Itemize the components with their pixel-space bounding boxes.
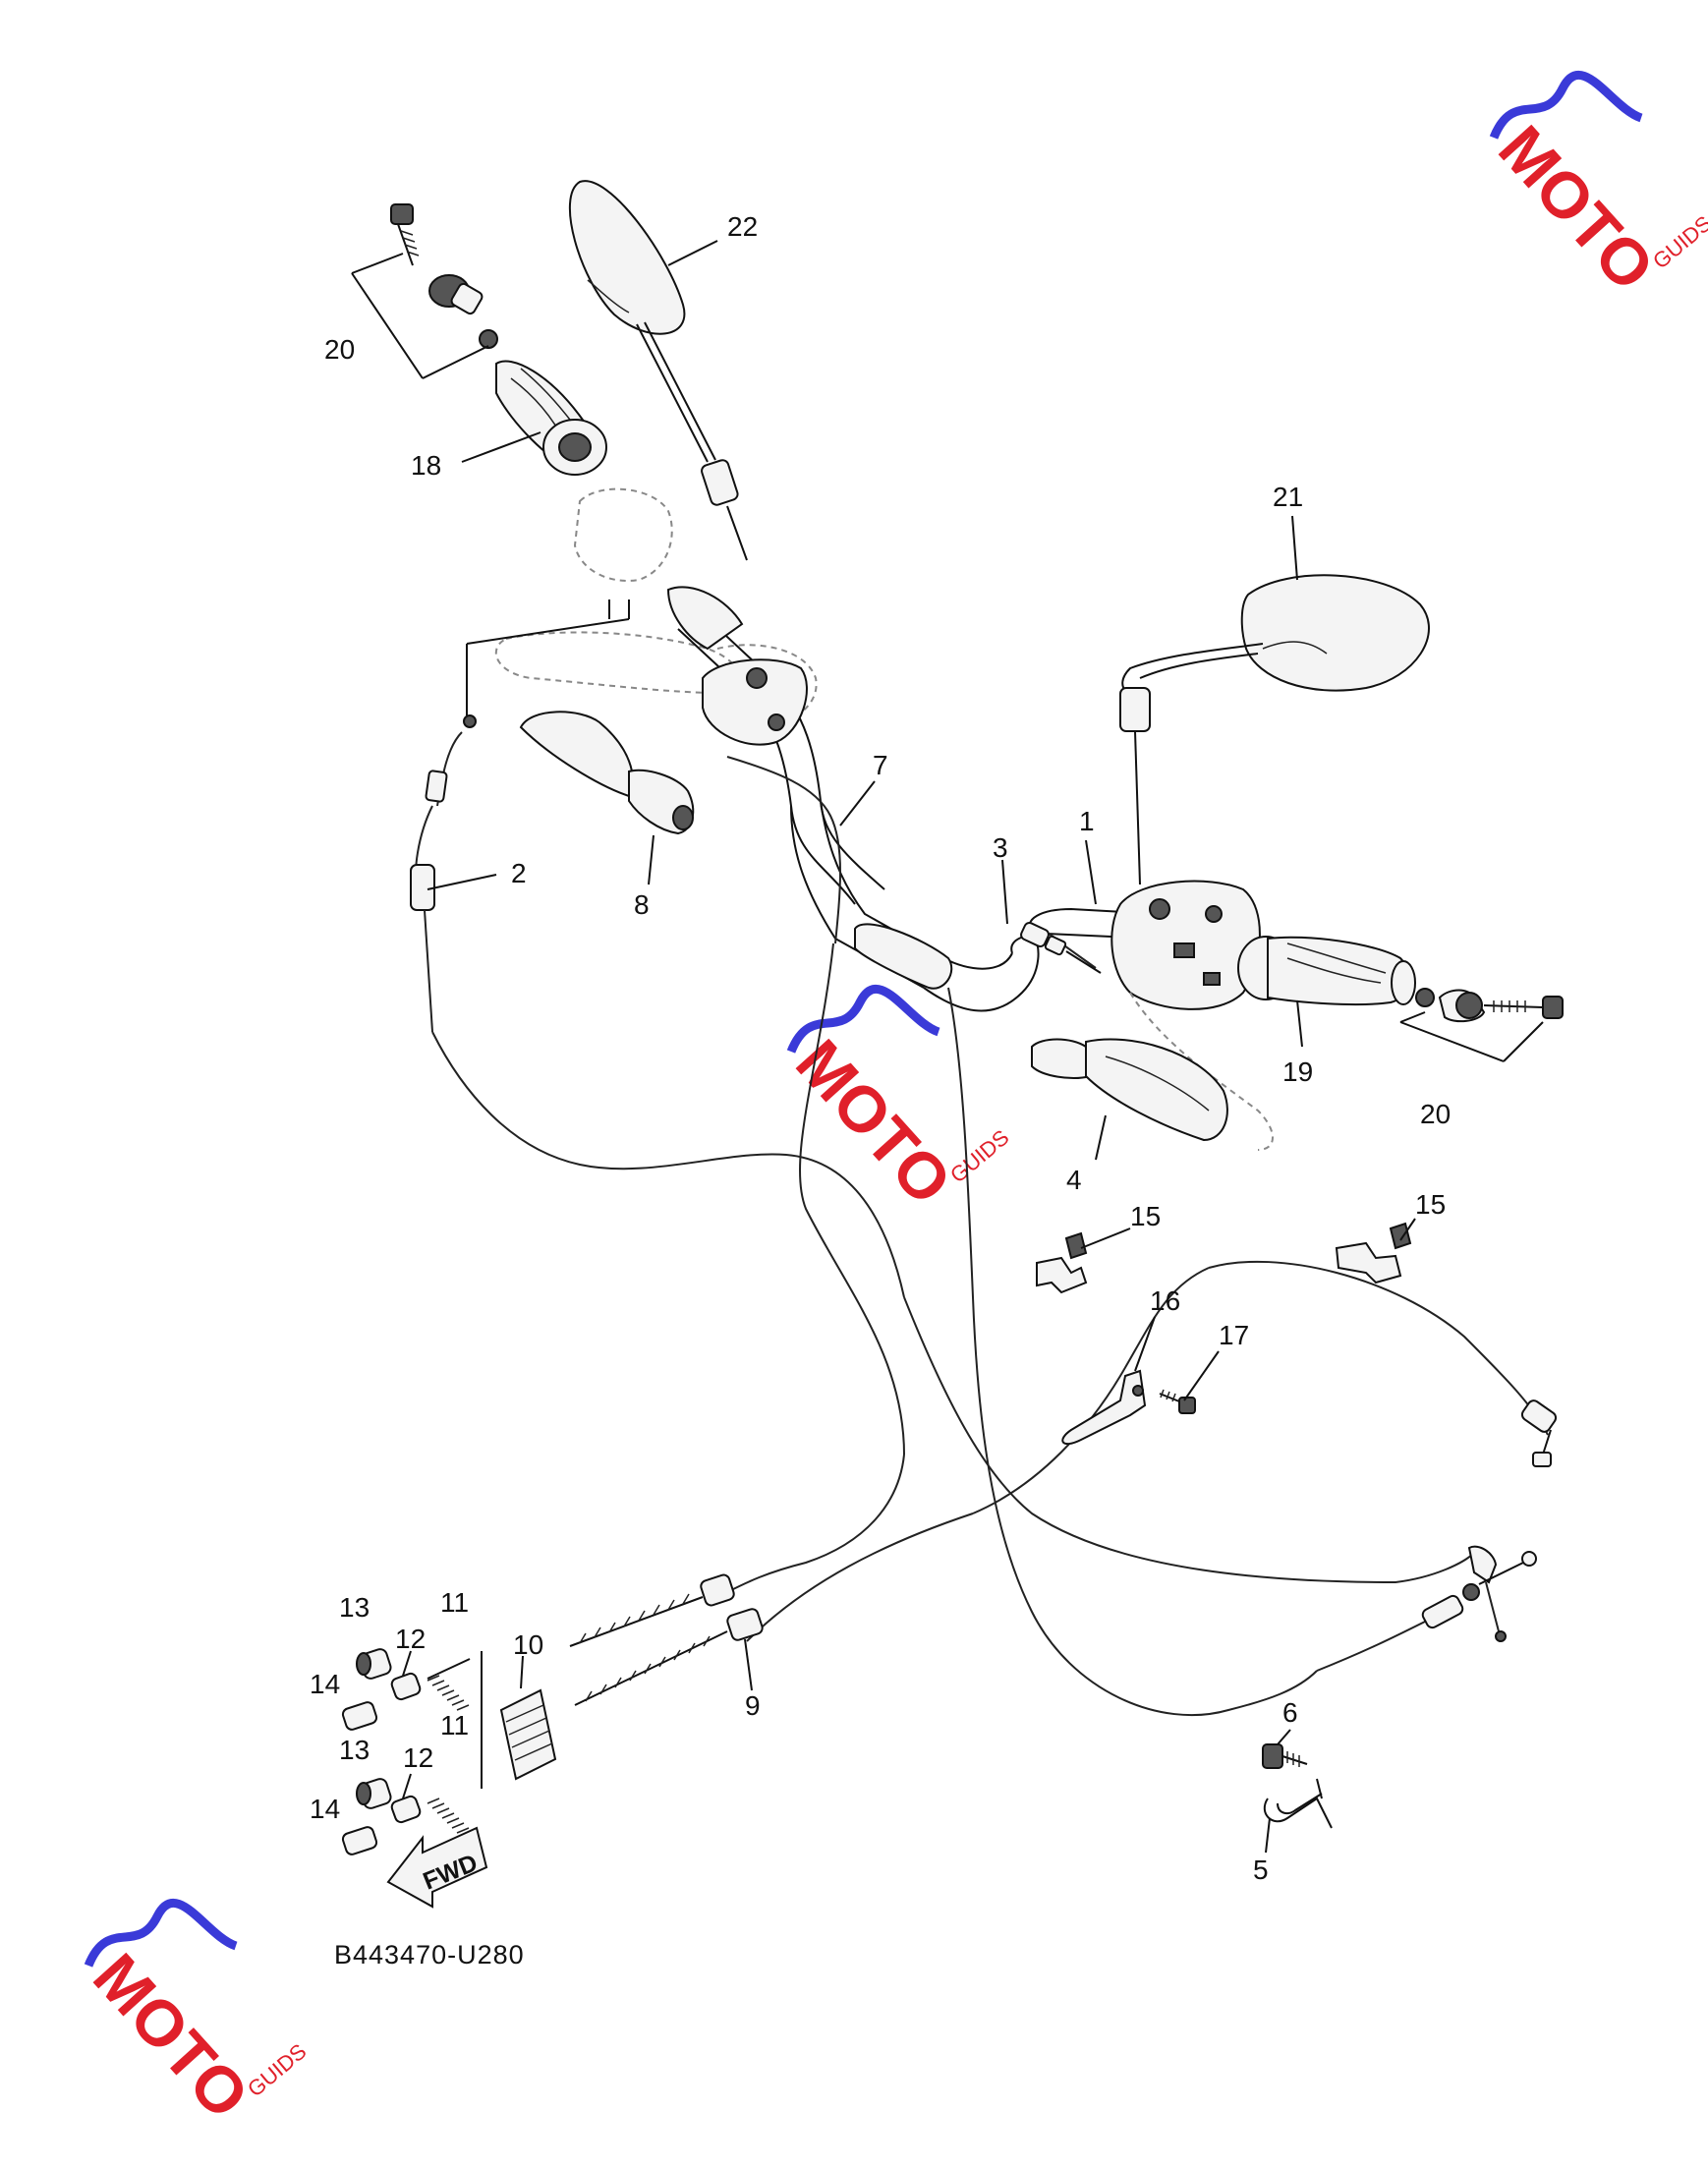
callout-4: 4 [1066,1165,1082,1195]
bolt-6 [1262,1743,1308,1769]
callout-15-right: 15 [1415,1189,1446,1220]
clamp-5 [1263,1778,1333,1829]
left-grip-assembly [351,203,607,476]
fwd-arrow: FWD [386,1826,488,1909]
bracket-16 [1061,1369,1147,1446]
callout-18: 18 [411,450,441,481]
callout-12-bottom: 12 [403,1742,433,1773]
lever-cover-4 [1031,1038,1228,1142]
clip-15-right [1335,1222,1412,1284]
guide-12-top [390,1672,422,1701]
callout-17: 17 [1219,1320,1249,1350]
cable-9 [574,987,1558,1717]
watermark-logo-bottom-left: MOTO GUIDS [80,1899,311,2133]
watermark-logo-center: MOTO GUIDS [782,985,1013,1219]
callout-13-top: 13 [339,1592,370,1623]
callout-8: 8 [634,889,650,920]
cable-7 [569,756,905,1647]
left-mirror [568,180,748,561]
callout-12-top: 12 [395,1624,426,1654]
sleeve-14-top [341,1701,378,1731]
callout-10: 10 [513,1629,543,1660]
callout-21: 21 [1273,482,1303,512]
svg-text:MOTO: MOTO [80,1940,263,2133]
callout-15-left: 15 [1130,1201,1161,1231]
clip-15-left [1036,1231,1088,1294]
callout-22: 22 [727,211,758,242]
lever-cover-8 [519,711,695,835]
callout-labels: 22 20 18 21 7 2 8 3 1 19 20 4 15 15 16 1… [310,211,1451,1885]
callout-5: 5 [1253,1855,1269,1885]
svg-text:GUIDS: GUIDS [243,2038,311,2101]
callout-7: 7 [873,750,888,780]
svg-text:MOTO: MOTO [782,1026,966,1219]
handlebar [666,586,1161,1012]
holder-13-bottom [356,1778,392,1809]
spring-11-top [427,1658,471,1711]
right-switch-housing [1020,880,1274,1151]
leader-lines [402,240,1416,1854]
right-grip-assembly [1237,936,1564,1062]
callout-11-top: 11 [440,1587,469,1618]
guide-12-bottom [390,1795,422,1824]
sleeve-14-bottom [341,1826,378,1855]
callout-1: 1 [1079,806,1095,836]
cable-2 [410,714,1507,1642]
cable-boot-10 [499,1688,557,1781]
callout-3: 3 [993,832,1008,863]
callout-16: 16 [1150,1285,1180,1316]
callout-9: 9 [745,1690,761,1721]
holder-13-top [356,1648,392,1680]
callout-14-bottom: 14 [310,1794,340,1824]
callout-19: 19 [1282,1056,1313,1087]
callout-11-bottom: 11 [440,1710,469,1741]
svg-text:MOTO: MOTO [1485,112,1669,305]
spring-11-bottom [427,1798,470,1834]
callout-20-right: 20 [1420,1099,1451,1129]
callout-2: 2 [511,858,527,888]
callout-14-top: 14 [310,1669,340,1699]
callout-6: 6 [1282,1697,1298,1728]
svg-text:GUIDS: GUIDS [945,1124,1013,1187]
right-mirror [1119,574,1430,885]
watermark-logo-top-right: MOTO GUIDS [1485,71,1708,305]
callout-20-left: 20 [324,334,355,365]
reference-code: B443470-U280 [334,1940,525,1969]
bolt-17 [1159,1389,1196,1414]
callout-13-bottom: 13 [339,1735,370,1765]
